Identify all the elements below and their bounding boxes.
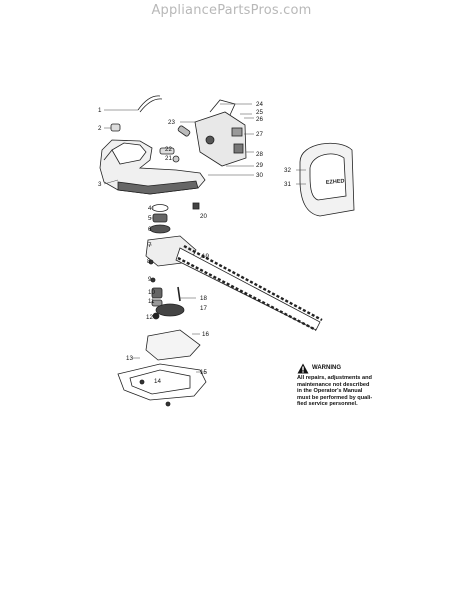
callout-label-6: 6 — [148, 226, 152, 233]
callout-label-21: 21 — [165, 155, 172, 162]
callout-label-13: 13 — [126, 355, 133, 362]
callout-label-16: 16 — [202, 331, 209, 338]
part-14 — [139, 379, 145, 385]
part-9 — [150, 277, 156, 283]
part-front-guard — [299, 142, 355, 217]
part-motor-assembly — [194, 99, 247, 167]
part-blade — [175, 244, 323, 332]
callout-label-2: 2 — [98, 125, 102, 132]
part-15 — [117, 363, 207, 401]
callout-label-23: 23 — [168, 119, 175, 126]
callout-label-4: 4 — [148, 205, 152, 212]
callout-label-27: 27 — [256, 131, 263, 138]
callout-label-3: 3 — [98, 181, 102, 188]
warning-box: WARNING All repairs, adjustments and mai… — [297, 363, 393, 408]
callout-label-22: 22 — [165, 146, 172, 153]
part-16 — [145, 329, 201, 361]
callout-label-25: 25 — [256, 109, 263, 116]
part-21 — [172, 155, 180, 163]
part-handle-housing — [99, 139, 206, 195]
callout-label-19: 19 — [202, 253, 209, 260]
part-11 — [151, 299, 163, 307]
callout-label-30: 30 — [256, 172, 263, 179]
callout-label-12: 12 — [146, 314, 153, 321]
warning-title: WARNING — [312, 365, 341, 372]
callout-label-18: 18 — [200, 295, 207, 302]
part-18 — [177, 286, 181, 302]
part-20 — [192, 202, 200, 210]
callout-label-26: 26 — [256, 116, 263, 123]
part-switch — [110, 123, 121, 132]
part-22 — [159, 147, 175, 155]
callout-label-24: 24 — [256, 101, 263, 108]
part-4 — [151, 204, 169, 212]
warning-triangle-icon — [297, 363, 309, 374]
callout-label-28: 28 — [256, 151, 263, 158]
callout-label-15: 15 — [200, 369, 207, 376]
part-cord — [137, 95, 161, 111]
callout-label-7: 7 — [148, 242, 152, 249]
callout-label-11: 11 — [148, 298, 155, 305]
callout-label-14: 14 — [154, 378, 161, 385]
callout-label-8: 8 — [147, 258, 151, 265]
callout-label-5: 5 — [148, 215, 152, 222]
callout-label-20: 20 — [200, 213, 207, 220]
callout-label-9: 9 — [148, 276, 152, 283]
watermark-text: AppliancePartsPros.com — [151, 3, 312, 18]
callout-label-29: 29 — [256, 162, 263, 169]
part-12 — [152, 312, 160, 320]
part-17 — [155, 303, 185, 317]
callout-label-1: 1 — [98, 107, 102, 114]
callout-label-10: 10 — [148, 289, 155, 296]
callout-label-17: 17 — [200, 305, 207, 312]
brand-badge: EZHED — [326, 178, 345, 186]
part-23 — [177, 125, 191, 137]
part-5 — [152, 213, 168, 223]
part-8 — [148, 259, 154, 265]
part-6 — [149, 224, 171, 234]
callout-label-32: 32 — [284, 167, 291, 174]
part-10 — [151, 287, 163, 299]
warning-text: All repairs, adjustments and maintenance… — [297, 375, 373, 408]
callout-label-31: 31 — [284, 181, 291, 188]
